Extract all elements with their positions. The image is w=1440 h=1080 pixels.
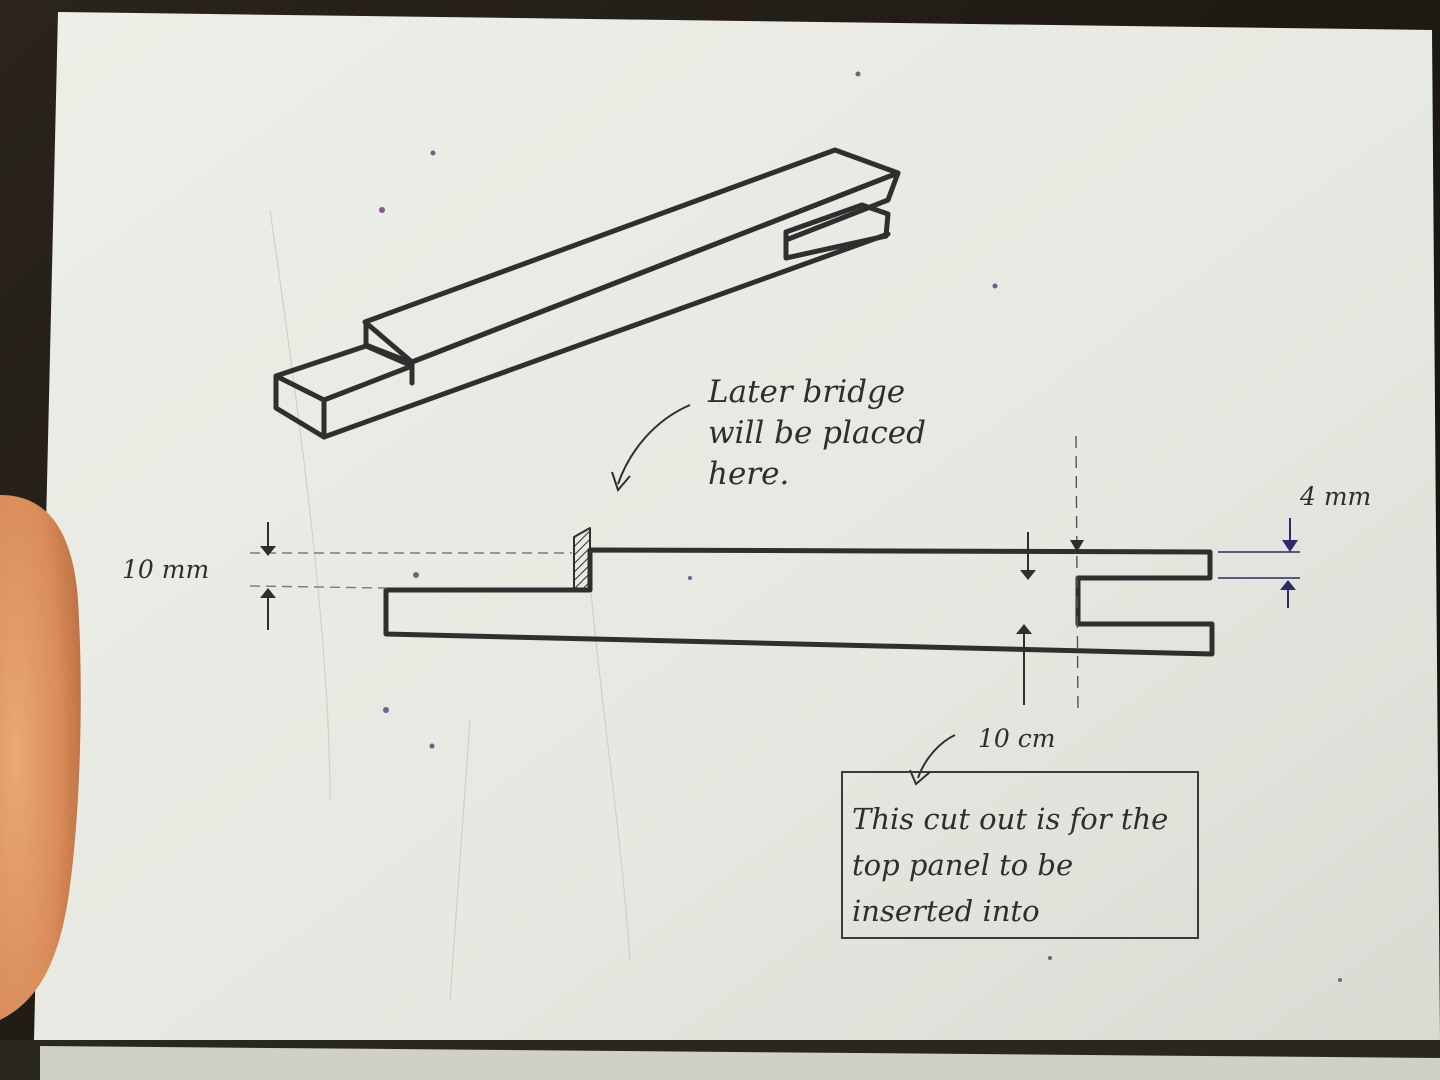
pencil-guides [269, 209, 631, 1001]
upper-piece-front [409, 170, 901, 365]
bridge-marker [573, 527, 591, 591]
lower-step-bottom [321, 231, 891, 440]
thumb [0, 495, 81, 1020]
slot-dimension-label: 4 mm [1300, 482, 1372, 511]
length-dimension-label: 10 cm [978, 724, 1056, 753]
side-view [383, 527, 1215, 657]
paper-specks [379, 71, 1342, 982]
isometric-view [273, 147, 901, 440]
slot-cutout [783, 202, 891, 261]
lower-step-front [273, 373, 327, 440]
arrowheads [260, 540, 1298, 634]
cutout-note-label: This cut out is for the top panel to be … [852, 802, 1169, 928]
bridge-note-label: Later bridge will be placed here. [708, 374, 926, 492]
note-box [841, 771, 1199, 939]
height-dimension-label: 10 mm [122, 555, 210, 584]
lower-step-top [273, 343, 415, 403]
notebook-page-edge [40, 1046, 1440, 1080]
paper-sheet [34, 12, 1440, 1040]
leader-arrows [611, 404, 956, 786]
